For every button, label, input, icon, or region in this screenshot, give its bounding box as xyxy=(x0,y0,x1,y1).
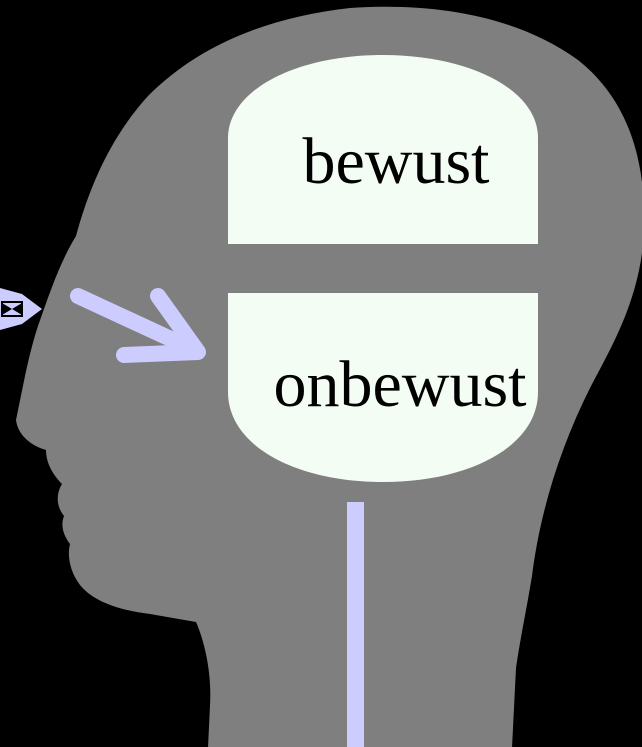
left-edge-arrow-glyph xyxy=(2,303,22,315)
conscious-label: bewust xyxy=(303,125,490,198)
output-line xyxy=(347,502,364,747)
input-arrow xyxy=(70,288,206,363)
left-edge-arrow-glyph-frame xyxy=(1,301,23,317)
conscious-panel xyxy=(228,55,538,244)
input-arrow-shaft xyxy=(70,288,194,354)
left-edge-arrow-marker xyxy=(0,288,42,330)
unconscious-panel xyxy=(228,293,538,482)
input-arrow-head xyxy=(116,288,206,363)
unconscious-label: onbewust xyxy=(274,348,527,421)
